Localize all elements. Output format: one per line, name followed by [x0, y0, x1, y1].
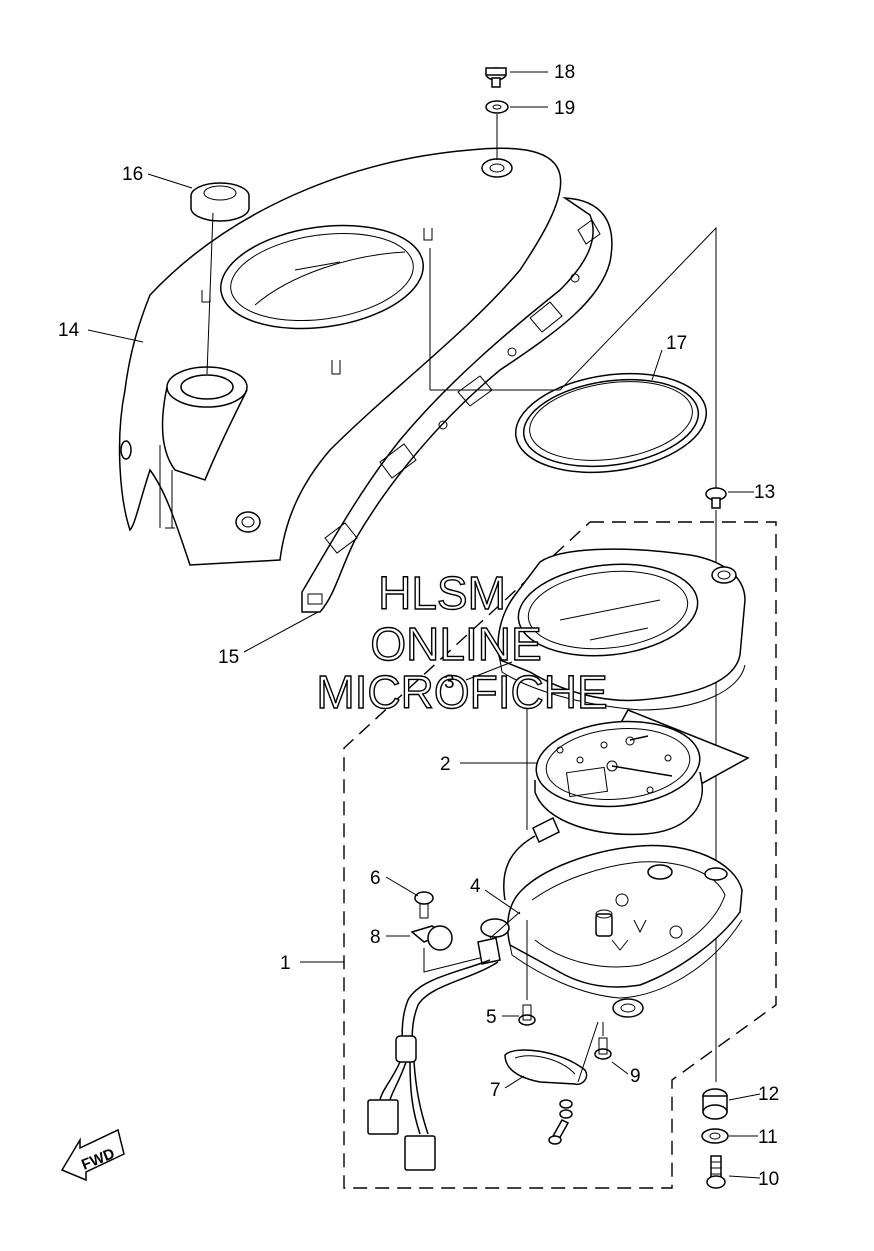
- callout-8: 8: [370, 927, 381, 948]
- callout-9: 9: [630, 1066, 641, 1087]
- callout-7: 7: [490, 1080, 501, 1101]
- callout-2: 2: [440, 754, 451, 775]
- screw-6[interactable]: [414, 891, 434, 919]
- callout-14: 14: [58, 320, 80, 341]
- screw-9[interactable]: [594, 1037, 612, 1060]
- bracket-strip[interactable]: [301, 197, 613, 613]
- callout-19: 19: [554, 98, 575, 119]
- small-screw-set[interactable]: [548, 1099, 573, 1145]
- callout-13: 13: [754, 482, 775, 503]
- lower-meter-case[interactable]: [477, 844, 743, 1018]
- callout-15: 15: [218, 647, 239, 668]
- assembly-boundary: [343, 521, 777, 1189]
- top-washer[interactable]: [485, 100, 509, 114]
- screw-5[interactable]: [518, 1004, 536, 1026]
- upper-meter-case[interactable]: [497, 548, 746, 711]
- callout-1: 1: [280, 953, 291, 974]
- callout-4: 4: [470, 876, 481, 897]
- callout-16: 16: [122, 164, 143, 185]
- grommet-12[interactable]: [702, 1088, 728, 1120]
- gasket-plate[interactable]: [504, 1021, 599, 1086]
- guide-line-14: [429, 226, 717, 492]
- top-screw[interactable]: [485, 67, 507, 88]
- meter-cover[interactable]: [118, 147, 562, 566]
- washer-11[interactable]: [701, 1128, 729, 1144]
- watermark-line-2: ONLINE: [370, 618, 541, 670]
- callout-10: 10: [758, 1169, 779, 1190]
- callout-6: 6: [370, 868, 381, 889]
- leader-16: [206, 212, 214, 375]
- grommet[interactable]: [190, 182, 250, 222]
- callout-17: 17: [666, 333, 687, 354]
- callout-18: 18: [554, 62, 575, 83]
- callout-11: 11: [758, 1127, 778, 1148]
- callout-3: 3: [444, 672, 455, 693]
- cable-clamp[interactable]: [410, 925, 453, 951]
- callout-5: 5: [486, 1007, 497, 1028]
- bolt-10[interactable]: [706, 1155, 726, 1189]
- lens-seal-ring[interactable]: [509, 362, 712, 484]
- callout-12: 12: [758, 1084, 779, 1105]
- screw-13[interactable]: [705, 487, 727, 509]
- leader-8: [423, 948, 481, 973]
- wiring-harness[interactable]: [367, 959, 499, 1171]
- meter-assembly[interactable]: [503, 709, 750, 901]
- forward-direction-badge: FWD: [60, 1128, 125, 1182]
- watermark-line-3: MICROFICHE: [316, 666, 607, 718]
- watermark-line-1: HLSM: [378, 567, 506, 619]
